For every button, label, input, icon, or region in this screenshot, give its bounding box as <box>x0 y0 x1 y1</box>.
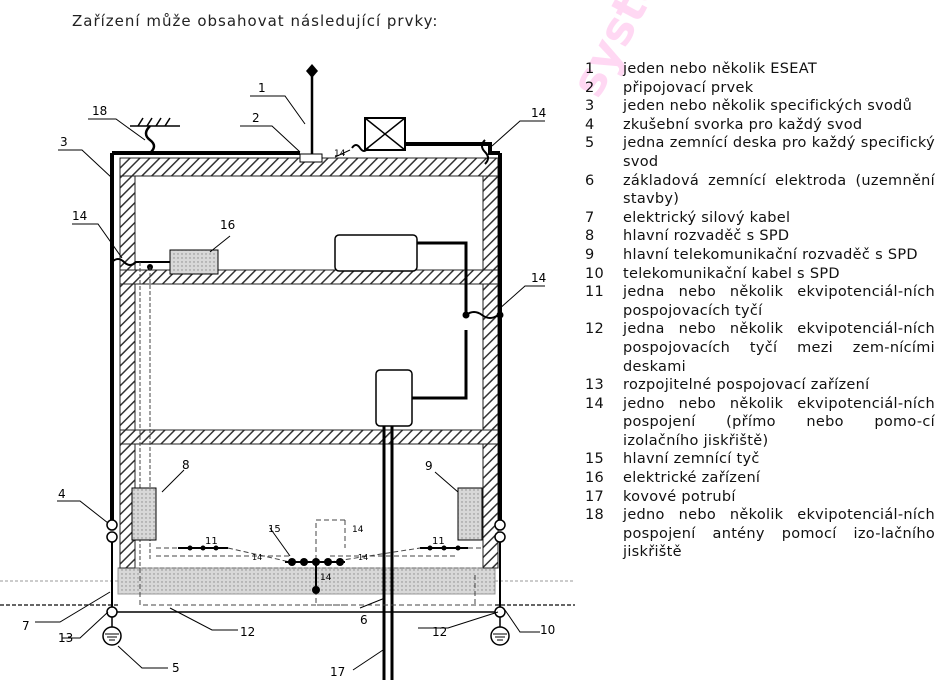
label-8: 8 <box>182 458 190 472</box>
label-12b: 12 <box>432 625 447 639</box>
label-16: 16 <box>220 218 235 232</box>
down-conductor <box>110 142 502 520</box>
label-14g: 14 <box>358 553 368 562</box>
label-4: 4 <box>58 487 66 501</box>
electrical-equipment <box>169 249 219 275</box>
label-14c: 14 <box>531 106 546 120</box>
building-structure <box>119 157 499 569</box>
connection-element <box>299 153 323 163</box>
metal-pipe-device <box>334 234 418 272</box>
label-12a: 12 <box>240 625 255 639</box>
roof-equipment-box <box>364 117 406 151</box>
label-14d: 14 <box>531 271 546 285</box>
label-2: 2 <box>252 111 260 125</box>
label-13: 13 <box>58 631 73 645</box>
label-6: 6 <box>360 613 368 627</box>
label-14: 14 <box>320 573 332 583</box>
page-title: Zařízení může obsahovat následující prvk… <box>72 12 439 30</box>
label-14a: 14 <box>72 209 87 223</box>
label-3: 3 <box>60 135 68 149</box>
label-7: 7 <box>22 619 30 633</box>
label-14f: 14 <box>252 553 262 562</box>
lightning-protection-diagram: 1 2 3 18 14 16 14 14 14 4 8 9 11 11 15 1… <box>0 64 575 680</box>
label-10: 10 <box>540 623 555 637</box>
main-earthing-terminal <box>285 558 345 594</box>
label-11b: 11 <box>432 536 445 547</box>
label-14b: 14 <box>334 149 346 159</box>
foundation-earth-electrode <box>117 567 496 595</box>
main-distribution-board <box>131 487 157 541</box>
telecom-device <box>375 369 413 427</box>
label-17: 17 <box>330 665 345 679</box>
label-9: 9 <box>425 459 433 473</box>
label-5: 5 <box>172 661 180 675</box>
antenna-icon <box>130 117 180 154</box>
telecom-distribution-board <box>457 487 483 541</box>
test-joint-icon <box>106 519 118 531</box>
label-1: 1 <box>258 81 266 95</box>
label-18: 18 <box>92 104 107 118</box>
label-14e: 14 <box>352 525 364 535</box>
label-11a: 11 <box>205 536 218 547</box>
earth-plate-icon <box>102 626 510 646</box>
label-15: 15 <box>268 524 281 535</box>
